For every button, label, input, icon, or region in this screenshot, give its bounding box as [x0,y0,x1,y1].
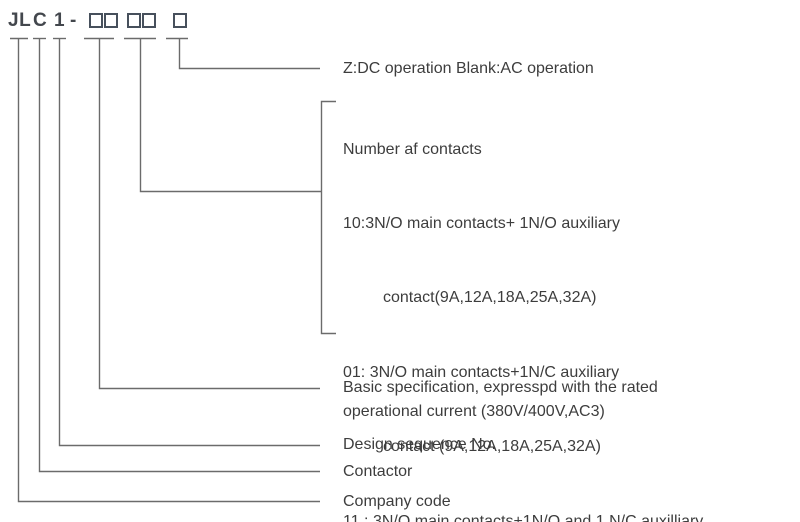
contacts-line: 01: 3N/O main contacts+1N/C auxiliary [343,363,620,381]
contacts-line: 11 : 3N/O main contacts+1N/O and 1 N/C a… [343,512,704,522]
contacts-line: 10:3N/O main contacts+ 1N/O auxiliary [343,214,621,232]
connector-contacts [139,39,322,193]
callout-basic-spec-line1: Basic specification, expresspd with the … [343,379,658,396]
callout-company-code: Company code [343,493,451,510]
placeholder-box-3 [127,13,141,28]
model-code-design-char: 1 [54,10,66,31]
connector-design-sequence [58,39,320,447]
model-code-contactor-char: C [33,10,48,31]
callout-design-sequence: Design sequence No. [343,436,496,453]
contacts-title: Number af contacts [343,140,482,158]
placeholder-box-1 [89,13,103,28]
model-code-separator: - [70,10,77,31]
connector-contactor [38,39,320,473]
placeholder-box-2 [104,13,118,28]
contacts-line: contact(9A,12A,18A,25A,32A) [383,289,597,307]
connector-operation [178,39,320,70]
callout-basic-spec-line2: operational current (380V/400V,AC3) [343,403,605,420]
model-code-company: JL [8,10,32,31]
connector-company-code [17,39,320,503]
contacts-bracket [320,100,336,335]
connector-basic-spec [98,39,320,390]
contacts-block: Number af contacts 10:3N/O main contacts… [343,88,703,522]
contacts-line: contact (9A,12A,18A,25A,32A) [383,438,601,456]
callout-contactor: Contactor [343,463,413,480]
placeholder-box-4 [142,13,156,28]
callout-operation: Z:DC operation Blank:AC operation [343,60,594,77]
placeholder-box-5 [173,13,187,28]
